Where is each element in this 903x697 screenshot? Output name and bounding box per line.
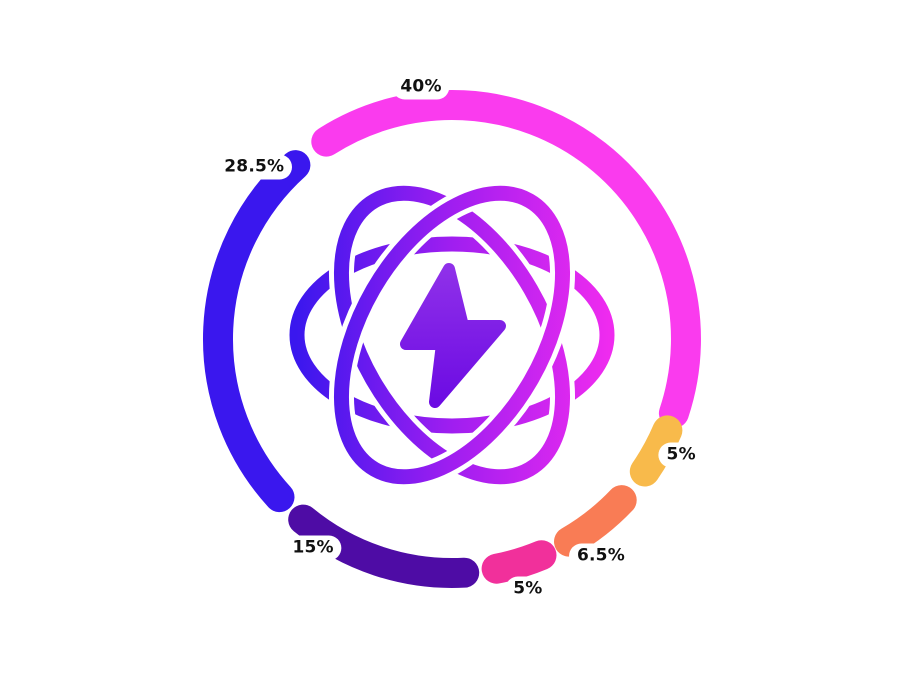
donut-segment-violet [288, 504, 480, 589]
orbit-ring-2-icon [333, 185, 571, 485]
atom-orbits [284, 180, 620, 490]
donut-segment-pink [481, 540, 557, 584]
donut-segment-amber [629, 415, 683, 487]
donut-segment-magenta [311, 90, 701, 429]
orbit-ring-1-icon [289, 236, 615, 434]
donut-segment-blue [203, 150, 311, 513]
donut-segments-group [203, 90, 701, 589]
lightning-bolt-icon [400, 263, 506, 408]
donut-segment-orange [554, 485, 637, 557]
orbit-ring-3-icon [333, 185, 571, 485]
